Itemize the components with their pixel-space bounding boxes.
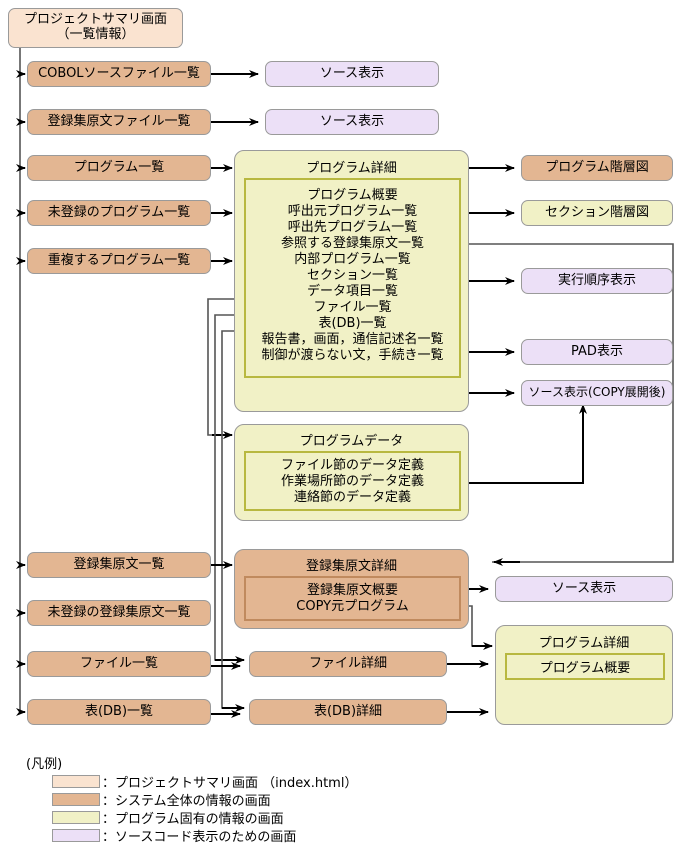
node-duplicate-program-list[interactable]: 重複するプログラム一覧 <box>27 248 211 274</box>
legend-swatch-system <box>52 793 100 806</box>
legend-swatch-source <box>52 829 100 842</box>
program-detail-item[interactable]: 制御が渡らない文，手続き一覧 <box>261 348 444 363</box>
panel-copy-text-detail-inner: 登録集原文概要 COPY元プログラム <box>244 576 461 621</box>
panel-program-data-inner: ファイル節のデータ定義 作業場所節のデータ定義 連絡節のデータ定義 <box>244 451 461 511</box>
node-source-view-copy-expanded[interactable]: ソース表示(COPY展開後) <box>521 380 673 406</box>
node-table-db-list[interactable]: 表(DB)一覧 <box>27 699 211 725</box>
panel-copy-text-detail[interactable]: 登録集原文詳細 登録集原文概要 COPY元プログラム <box>234 549 469 629</box>
program-detail-item[interactable]: データ項目一覧 <box>306 284 398 299</box>
node-section-hierarchy-chart[interactable]: セクション階層図 <box>521 200 673 226</box>
root-label-line1: プロジェクトサマリ画面 <box>23 12 167 28</box>
legend-row-summary: ：プロジェクトサマリ画面 （index.html） <box>52 772 357 791</box>
copy-detail-item[interactable]: COPY元プログラム <box>296 599 409 614</box>
program-detail-item[interactable]: 表(DB)一覧 <box>318 316 387 331</box>
program-data-item-list: ファイル節のデータ定義 作業場所節のデータ定義 連絡節のデータ定義 <box>246 458 459 506</box>
program-data-item[interactable]: 連絡節のデータ定義 <box>293 490 411 505</box>
program-detail-item[interactable]: 参照する登録集原文一覧 <box>280 236 424 251</box>
panel-program-detail[interactable]: プログラム詳細 プログラム概要 呼出元プログラム一覧 呼出先プログラム一覧 参照… <box>234 150 469 412</box>
legend-row-system: ：システム全体の情報の画面 <box>52 790 271 809</box>
legend-swatch-program <box>52 811 100 824</box>
program-detail-item[interactable]: 内部プログラム一覧 <box>294 252 411 267</box>
program-detail-item[interactable]: ファイル一覧 <box>313 300 392 315</box>
copy-detail-item[interactable]: 登録集原文概要 <box>306 583 398 598</box>
copy-detail-item-list: 登録集原文概要 COPY元プログラム <box>246 583 459 615</box>
node-table-db-detail[interactable]: 表(DB)詳細 <box>249 699 447 725</box>
program-detail-item[interactable]: セクション一覧 <box>306 268 398 283</box>
program-detail-item[interactable]: 呼出先プログラム一覧 <box>287 220 418 235</box>
root-label-line2: （一覧情報） <box>56 27 135 42</box>
panel-program-detail-small-inner[interactable]: プログラム概要 <box>505 653 665 680</box>
node-pad-view[interactable]: PAD表示 <box>521 339 673 365</box>
panel-program-detail-small[interactable]: プログラム詳細 プログラム概要 <box>495 625 673 725</box>
node-file-list[interactable]: ファイル一覧 <box>27 651 211 677</box>
node-copy-source-file-list[interactable]: 登録集原文ファイル一覧 <box>27 109 211 135</box>
legend-text-program: ：プログラム固有の情報の画面 <box>102 812 284 827</box>
legend-row-source: ：ソースコード表示のための画面 <box>52 826 296 845</box>
panel-program-data-title: プログラムデータ <box>299 434 404 449</box>
program-summary-label: プログラム概要 <box>539 661 631 676</box>
node-program-hierarchy-chart[interactable]: プログラム階層図 <box>521 155 673 181</box>
program-data-item[interactable]: ファイル節のデータ定義 <box>280 458 424 473</box>
node-program-list[interactable]: プログラム一覧 <box>27 155 211 181</box>
node-source-view-1[interactable]: ソース表示 <box>265 61 439 87</box>
node-unregistered-copy-text-list[interactable]: 未登録の登録集原文一覧 <box>27 600 211 626</box>
program-detail-item[interactable]: 呼出元プログラム一覧 <box>287 204 418 219</box>
root-node-project-summary[interactable]: プロジェクトサマリ画面 （一覧情報） <box>8 8 183 48</box>
node-file-detail[interactable]: ファイル詳細 <box>249 651 447 677</box>
panel-program-data[interactable]: プログラムデータ ファイル節のデータ定義 作業場所節のデータ定義 連絡節のデータ… <box>234 424 469 521</box>
node-source-view-3[interactable]: ソース表示 <box>495 576 673 602</box>
legend-title: (凡例) <box>26 757 63 772</box>
panel-program-detail-small-title: プログラム詳細 <box>538 636 630 651</box>
legend-text-summary: ：プロジェクトサマリ画面 （index.html） <box>102 776 358 791</box>
node-execution-order-view[interactable]: 実行順序表示 <box>521 268 673 294</box>
legend-text-source: ：ソースコード表示のための画面 <box>102 830 297 845</box>
node-source-view-2[interactable]: ソース表示 <box>265 109 439 135</box>
legend-row-program: ：プログラム固有の情報の画面 <box>52 808 284 827</box>
program-data-item[interactable]: 作業場所節のデータ定義 <box>280 474 424 489</box>
panel-copy-text-detail-title: 登録集原文詳細 <box>305 559 397 574</box>
legend-text-system: ：システム全体の情報の画面 <box>102 794 271 809</box>
program-detail-item[interactable]: 報告書，画面，通信記述名一覧 <box>261 332 444 347</box>
panel-program-detail-inner: プログラム概要 呼出元プログラム一覧 呼出先プログラム一覧 参照する登録集原文一… <box>244 178 461 378</box>
panel-program-detail-title: プログラム詳細 <box>306 161 397 176</box>
node-copy-text-list[interactable]: 登録集原文一覧 <box>27 552 211 578</box>
node-cobol-source-file-list[interactable]: COBOLソースファイル一覧 <box>27 61 211 87</box>
program-detail-item-list: プログラム概要 呼出元プログラム一覧 呼出先プログラム一覧 参照する登録集原文一… <box>246 188 459 364</box>
node-unregistered-program-list[interactable]: 未登録のプログラム一覧 <box>27 200 211 226</box>
legend-swatch-summary <box>52 775 100 788</box>
program-detail-item[interactable]: プログラム概要 <box>307 188 398 203</box>
